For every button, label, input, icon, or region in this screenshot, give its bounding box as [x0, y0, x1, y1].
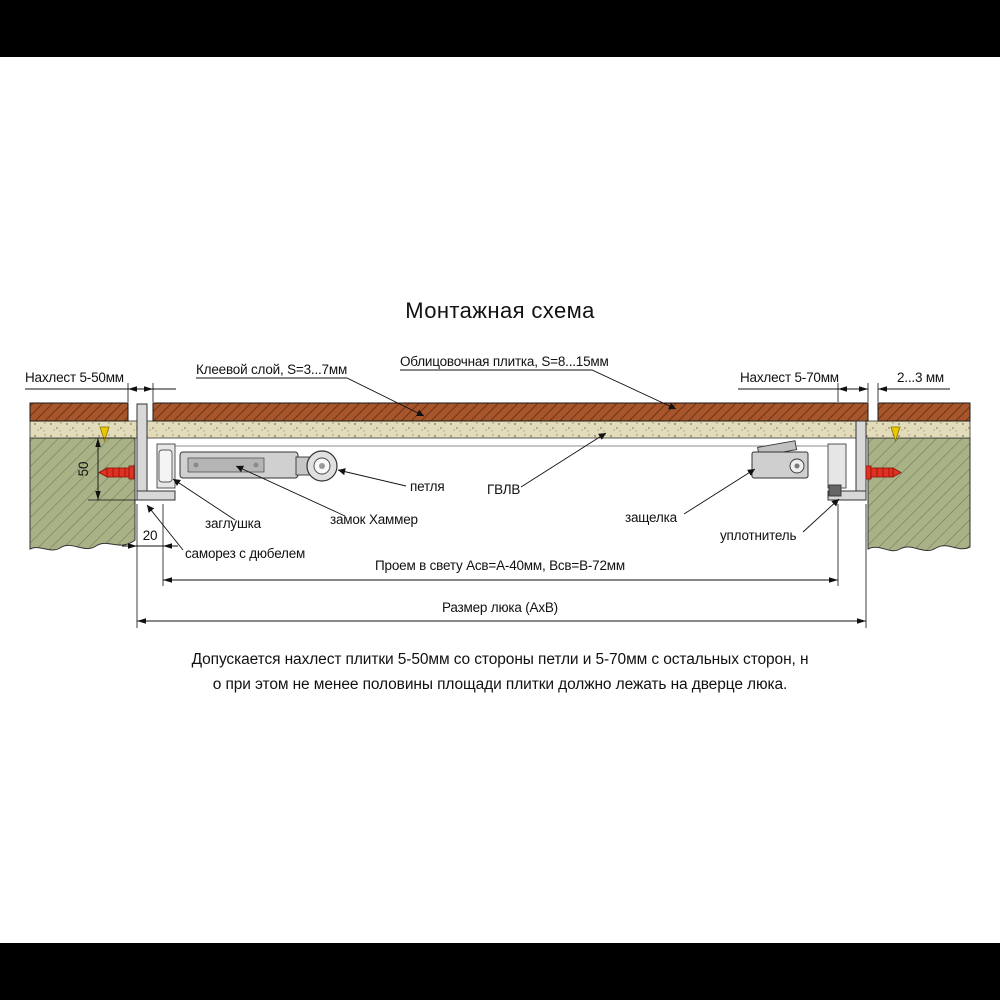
leader-hinge	[337, 468, 407, 487]
leader-gvl	[520, 432, 607, 488]
label-plug: заглушка	[205, 516, 262, 531]
letterbox-top	[0, 0, 1000, 57]
leader-tile	[400, 369, 677, 410]
hinge-assembly	[179, 450, 338, 482]
leader-screw	[146, 504, 184, 551]
label-hinge: петля	[410, 479, 444, 494]
leader-plug	[172, 478, 236, 521]
dim-hatch-size: Размер люка (AxB)	[137, 504, 867, 628]
frame-right	[827, 420, 867, 501]
wall-right	[867, 437, 971, 552]
label-clear-opening: Проем в свету Aсв=A-40мм, Bсв=B-72мм	[375, 558, 625, 573]
dim-frame-height: 50	[76, 437, 137, 501]
dim-frame-offset: 20	[122, 504, 178, 628]
dim-overlap-left: Нахлест 5-50мм	[25, 370, 176, 402]
label-tile-gap: 2...3 мм	[897, 370, 944, 385]
seal-part	[828, 484, 842, 497]
sealant-mark-left	[99, 426, 110, 443]
latch-assembly	[751, 440, 809, 479]
plug-part	[158, 449, 173, 483]
leader-lock	[235, 465, 346, 517]
label-glue-layer: Клеевой слой, S=3...7мм	[196, 362, 347, 377]
sealant-mark-right	[890, 426, 901, 443]
label-screw-dowel: саморез с дюбелем	[185, 546, 305, 561]
adhesive-layer	[29, 420, 971, 439]
note-line-1: Допускается нахлест плитки 5-50мм со сто…	[192, 651, 809, 668]
leader-latch	[683, 468, 756, 515]
screw-right	[865, 465, 902, 480]
hammer-lock-body	[187, 457, 265, 473]
dim-overlap-right: Нахлест 5-70мм	[738, 370, 869, 402]
screw-left	[98, 465, 135, 480]
label-seal: уплотнитель	[720, 528, 796, 543]
tile-segment-middle	[152, 402, 869, 422]
label-latch: защелка	[625, 510, 678, 525]
label-overlap-left: Нахлест 5-50мм	[25, 370, 124, 385]
frame-left	[136, 403, 176, 501]
tile-segment-left	[29, 402, 129, 422]
dim-clear-opening: Проем в свету Aсв=A-40мм, Bсв=B-72мм	[163, 504, 839, 586]
label-facing-tile: Облицовочная плитка, S=8...15мм	[400, 354, 609, 369]
drawing-title: Монтажная схема	[405, 298, 595, 323]
tile-segment-right	[877, 402, 971, 422]
letterbox-bottom	[0, 943, 1000, 1000]
label-gvl-board: ГВЛВ	[487, 482, 520, 497]
dim-tile-gap: 2...3 мм	[877, 370, 950, 402]
label-overlap-right: Нахлест 5-70мм	[740, 370, 839, 385]
label-dim-20: 20	[143, 528, 158, 543]
label-hatch-size: Размер люка (AxB)	[442, 600, 558, 615]
label-dim-50: 50	[76, 462, 91, 477]
note-line-2: о при этом не менее половины площади пли…	[213, 676, 788, 693]
wall-left	[29, 437, 136, 551]
label-hammer-lock: замок Хаммер	[330, 512, 418, 527]
leader-glue	[196, 377, 425, 417]
leader-seal	[802, 498, 840, 533]
